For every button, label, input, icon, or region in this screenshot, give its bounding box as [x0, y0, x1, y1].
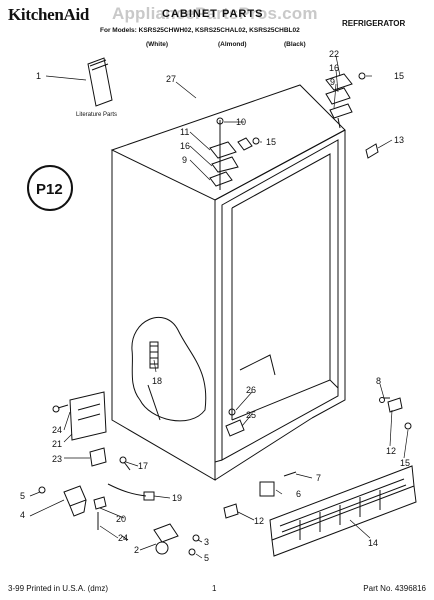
callout-14: 14 — [368, 538, 378, 548]
model-list: For Models: KSRS25CHWH02, KSRS25CHAL02, … — [100, 27, 300, 34]
callout-6: 6 — [296, 489, 301, 499]
part-25 — [225, 408, 245, 437]
callout-8: 8 — [376, 376, 381, 386]
page-title: CABINET PARTS — [162, 8, 264, 20]
left-bracket — [52, 391, 107, 441]
callout-24: 24 — [52, 425, 62, 435]
callout-26: 26 — [246, 385, 256, 395]
callout-9b: 9 — [182, 155, 187, 165]
part-4 — [38, 485, 87, 517]
callout-25: 25 — [246, 410, 256, 420]
page-number: 1 — [212, 584, 217, 593]
callout-20: 20 — [116, 514, 126, 524]
callout-21: 21 — [52, 439, 62, 449]
print-info: 3-99 Printed in U.S.A. (dmz) — [8, 584, 109, 593]
callout-2: 2 — [134, 545, 139, 555]
callout-5b: 5 — [204, 553, 209, 563]
callout-23: 23 — [52, 454, 62, 464]
finish-almond: (Almond) — [218, 41, 247, 48]
part-2 — [121, 523, 200, 556]
top-hinge-center — [209, 117, 260, 190]
lower-right-hinge — [379, 397, 412, 430]
part-23 — [89, 447, 107, 467]
part-12-left — [223, 503, 239, 519]
callout-11: 11 — [180, 127, 189, 137]
part-20 — [93, 496, 107, 530]
callout-24b: 24 — [118, 533, 128, 543]
p12-stamp: P12 — [27, 165, 73, 211]
callout-5: 5 — [20, 491, 25, 501]
callout-12: 12 — [254, 516, 264, 526]
callout-16: 16 — [329, 63, 339, 73]
callout-19: 19 — [172, 493, 182, 503]
callout-13: 13 — [394, 135, 404, 145]
callout-15b: 15 — [266, 137, 276, 147]
cabinet-body — [110, 84, 346, 481]
part-number: Part No. 4396816 — [363, 584, 426, 593]
finish-black: (Black) — [284, 41, 306, 48]
callout-9: 9 — [330, 77, 335, 87]
callout-3: 3 — [204, 537, 209, 547]
part-18 — [149, 341, 159, 369]
svg-text:P12: P12 — [36, 181, 63, 198]
watermark: AppliancePartsPros.com — [112, 4, 318, 23]
literature-label: Literature Parts — [76, 112, 117, 118]
callout-18: 18 — [152, 376, 162, 386]
callout-7: 7 — [316, 473, 321, 483]
literature-booklet: Literature Parts — [76, 57, 117, 118]
callout-10: 10 — [236, 117, 246, 127]
callout-1: 1 — [36, 71, 41, 81]
callout-27: 27 — [166, 74, 176, 84]
callout-17: 17 — [138, 461, 148, 471]
finish-white: (White) — [146, 41, 169, 48]
part-17 — [119, 456, 131, 471]
part-13 — [365, 143, 379, 159]
leader-lines — [29, 55, 409, 559]
part-6 — [259, 471, 297, 497]
callout-22: 22 — [329, 49, 339, 59]
product-type: REFRIGERATOR — [342, 19, 406, 28]
callout-12b: 12 — [386, 446, 396, 456]
top-hinge-right — [325, 72, 366, 129]
callout-4: 4 — [20, 510, 25, 520]
callout-16b: 16 — [180, 141, 190, 151]
callouts: 1 27 22 16 9 15 10 11 16 9 15 13 18 26 2… — [20, 49, 410, 563]
callout-15: 15 — [394, 71, 404, 81]
part-19 — [107, 483, 155, 501]
brand-logo: KitchenAid — [8, 5, 90, 24]
base-grille — [269, 465, 417, 557]
callout-15c: 15 — [400, 458, 410, 468]
